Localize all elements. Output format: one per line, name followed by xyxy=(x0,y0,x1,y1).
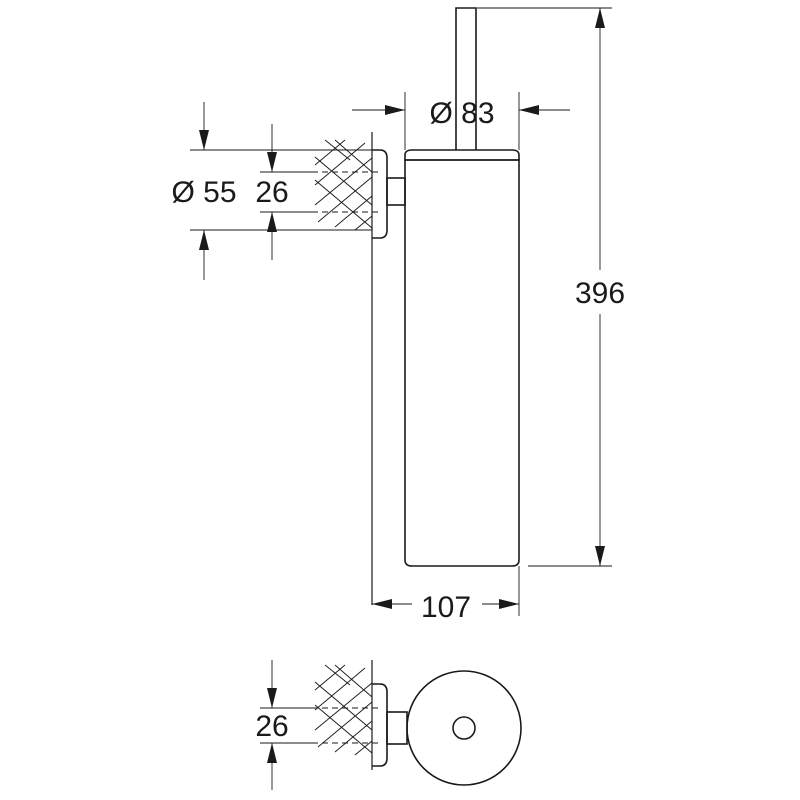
arrow-left xyxy=(372,599,392,609)
dim-label-diameter-83: Ø 83 xyxy=(429,97,494,130)
brush-container xyxy=(404,159,520,567)
dimension-mount-top: 26 xyxy=(255,660,312,790)
wall-rosette-top xyxy=(372,683,388,767)
brush-handle xyxy=(455,7,477,150)
arrow-up xyxy=(595,8,605,28)
arrow-left xyxy=(519,105,539,115)
dimension-depth: 107 xyxy=(372,566,520,624)
wall-rosette xyxy=(372,149,388,239)
holder-arm-top xyxy=(386,711,408,745)
arrow-down xyxy=(595,546,605,566)
arrow-down xyxy=(267,688,277,708)
dim-label-diameter-55: Ø 55 xyxy=(171,176,236,209)
dimension-container-diameter: Ø 83 xyxy=(352,92,570,150)
dim-label-26-front: 26 xyxy=(255,176,288,209)
dim-label-396: 396 xyxy=(575,277,625,310)
container-lid xyxy=(404,149,520,161)
holder-arm xyxy=(386,177,406,206)
front-view xyxy=(312,7,520,605)
arrow-up xyxy=(199,230,209,250)
top-view xyxy=(312,660,522,786)
arrow-right xyxy=(385,105,405,115)
handle-hole xyxy=(452,716,476,740)
arrow-down xyxy=(199,130,209,150)
wall-hatching-front xyxy=(312,139,382,231)
dimension-rosette-diameter: Ø 55 xyxy=(171,102,372,280)
dimension-mount-front: 26 xyxy=(255,124,312,260)
dim-label-26-top: 26 xyxy=(255,710,288,743)
container-top-outline xyxy=(406,670,522,786)
arrow-up xyxy=(267,212,277,232)
wall-hatching-top xyxy=(312,664,382,756)
arrow-right xyxy=(499,599,519,609)
dimension-height: 396 xyxy=(477,7,635,567)
arrow-down xyxy=(267,152,277,172)
arrow-up xyxy=(267,743,277,763)
dim-label-107: 107 xyxy=(421,591,471,624)
